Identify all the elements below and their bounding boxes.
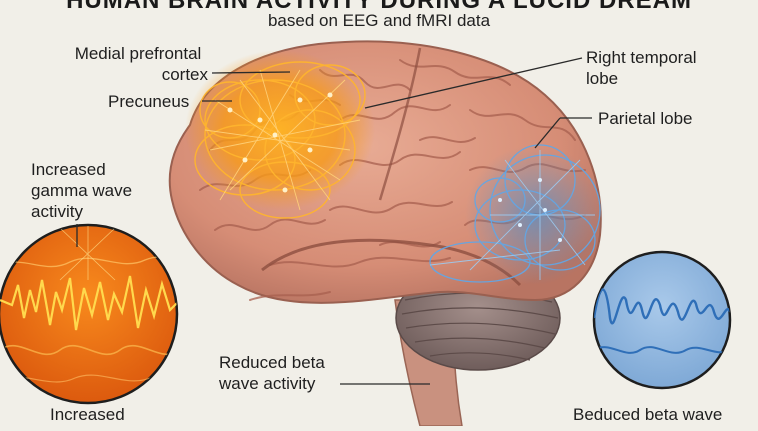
blue-activity-network <box>429 144 605 285</box>
label-precuneus: Precuneus <box>108 92 190 111</box>
label-parietal-lobe: Parietal lobe <box>598 109 693 128</box>
label-beduced-beta-bottom: Beduced beta wave <box>573 405 723 424</box>
page-subtitle: based on EEG and fMRI data <box>267 11 491 30</box>
label-medial-prefrontal: Medial prefrontal cortex <box>74 44 208 84</box>
orange-activity-network <box>185 50 375 219</box>
page-title: HUMAN BRAIN ACTIVITY DURING A LUCID DREA… <box>66 0 692 14</box>
label-reduced-beta: Reduced beta wave activity <box>219 353 325 393</box>
leader-lines <box>76 57 592 385</box>
label-increased-bottom: Increased <box>50 405 125 424</box>
label-increased-gamma: Increased gamma wave activity <box>31 160 133 221</box>
gamma-wave-circle <box>0 223 179 405</box>
beta-wave-circle <box>592 250 732 390</box>
label-right-temporal: Right temporal lobe <box>586 48 697 88</box>
